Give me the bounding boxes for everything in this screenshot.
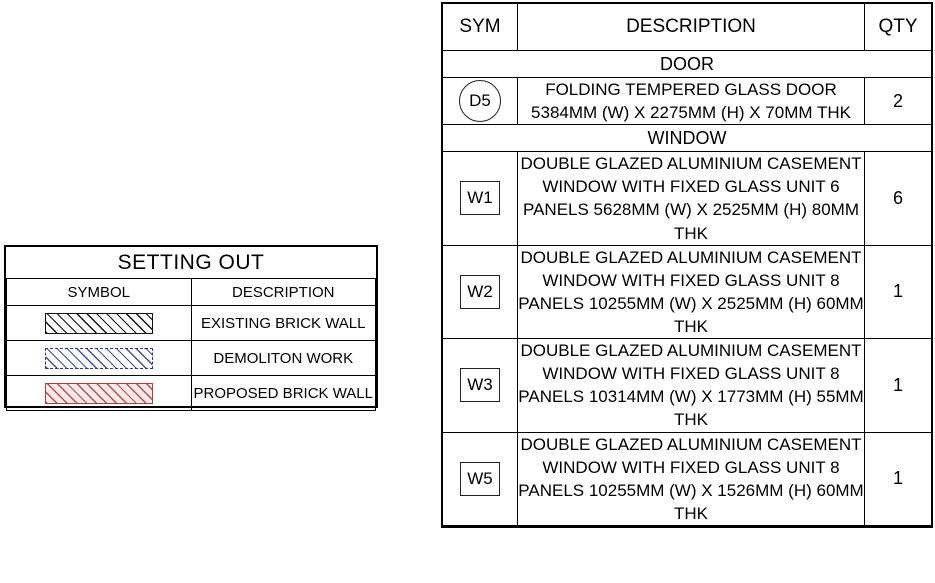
legend-symbol-cell <box>6 375 192 411</box>
schedule-symbol-cell: W5 <box>443 431 518 526</box>
schedule-qty: 2 <box>864 76 931 126</box>
schedule-description: FOLDING TEMPERED GLASS DOOR 5384MM (W) X… <box>517 76 865 126</box>
legend-row: EXISTING BRICK WALL <box>6 305 376 341</box>
legend-row: PROPOSED BRICK WALL <box>6 375 376 411</box>
table-row: W3 DOUBLE GLAZED ALUMINIUM CASEMENT WIND… <box>443 338 931 433</box>
existing-brick-wall-hatch-icon <box>44 312 153 334</box>
door-symbol-icon: D5 <box>459 80 501 123</box>
schedule-section-row: WINDOW <box>443 124 931 153</box>
schedule-symbol-cell: W1 <box>443 151 518 246</box>
schedule-section-title-door: DOOR <box>443 50 931 78</box>
demolition-work-hatch-icon <box>44 347 153 369</box>
window-symbol-icon: W5 <box>460 461 500 496</box>
schedule-section-row: DOOR <box>443 50 931 78</box>
legend-header-row: SYMBOL DESCRIPTION <box>6 278 376 306</box>
schedule-description: DOUBLE GLAZED ALUMINIUM CASEMENT WINDOW … <box>517 151 865 246</box>
table-row: D5 FOLDING TEMPERED GLASS DOOR 5384MM (W… <box>443 76 931 126</box>
legend-symbol-cell <box>6 340 192 376</box>
legend-title-row: SETTING OUT <box>6 247 376 279</box>
window-symbol-icon: W3 <box>460 368 500 403</box>
legend-row: DEMOLITON WORK <box>6 340 376 376</box>
legend-description: PROPOSED BRICK WALL <box>190 375 376 411</box>
setting-out-legend: SETTING OUT SYMBOL DESCRIPTION EXISTING … <box>4 245 378 411</box>
schedule-symbol-cell: W2 <box>443 244 518 340</box>
schedule-symbol-cell: D5 <box>443 76 518 126</box>
table-row: W5 DOUBLE GLAZED ALUMINIUM CASEMENT WIND… <box>443 431 931 526</box>
schedule-qty: 6 <box>864 151 931 246</box>
door-window-schedule-table: SYM DESCRIPTION QTY DOOR D5 FOLDING TEMP… <box>443 4 931 526</box>
schedule-header-sym: SYM <box>443 4 518 51</box>
legend-header-symbol: SYMBOL <box>6 278 192 306</box>
legend-description: EXISTING BRICK WALL <box>190 305 376 341</box>
schedule-qty: 1 <box>864 338 931 433</box>
schedule-qty: 1 <box>864 431 931 526</box>
legend-header-description: DESCRIPTION <box>190 278 376 306</box>
schedule-description: DOUBLE GLAZED ALUMINIUM CASEMENT WINDOW … <box>517 244 865 340</box>
setting-out-legend-table: SETTING OUT SYMBOL DESCRIPTION EXISTING … <box>6 247 376 411</box>
proposed-brick-wall-hatch-icon <box>44 382 153 404</box>
schedule-section-title-window: WINDOW <box>443 124 931 153</box>
schedule-header-description: DESCRIPTION <box>517 4 865 51</box>
schedule-header-qty: QTY <box>864 4 931 51</box>
window-symbol-icon: W1 <box>460 181 500 216</box>
schedule-header-row: SYM DESCRIPTION QTY <box>443 4 931 51</box>
table-row: W1 DOUBLE GLAZED ALUMINIUM CASEMENT WIND… <box>443 151 931 246</box>
schedule-symbol-cell: W3 <box>443 338 518 433</box>
schedule-qty: 1 <box>864 244 931 340</box>
window-symbol-icon: W2 <box>460 274 500 309</box>
table-row: W2 DOUBLE GLAZED ALUMINIUM CASEMENT WIND… <box>443 244 931 340</box>
legend-symbol-cell <box>6 305 192 341</box>
legend-title: SETTING OUT <box>6 247 376 279</box>
door-window-schedule: SYM DESCRIPTION QTY DOOR D5 FOLDING TEMP… <box>441 2 933 528</box>
schedule-description: DOUBLE GLAZED ALUMINIUM CASEMENT WINDOW … <box>517 338 865 433</box>
schedule-description: DOUBLE GLAZED ALUMINIUM CASEMENT WINDOW … <box>517 431 865 526</box>
legend-description: DEMOLITON WORK <box>190 340 376 376</box>
